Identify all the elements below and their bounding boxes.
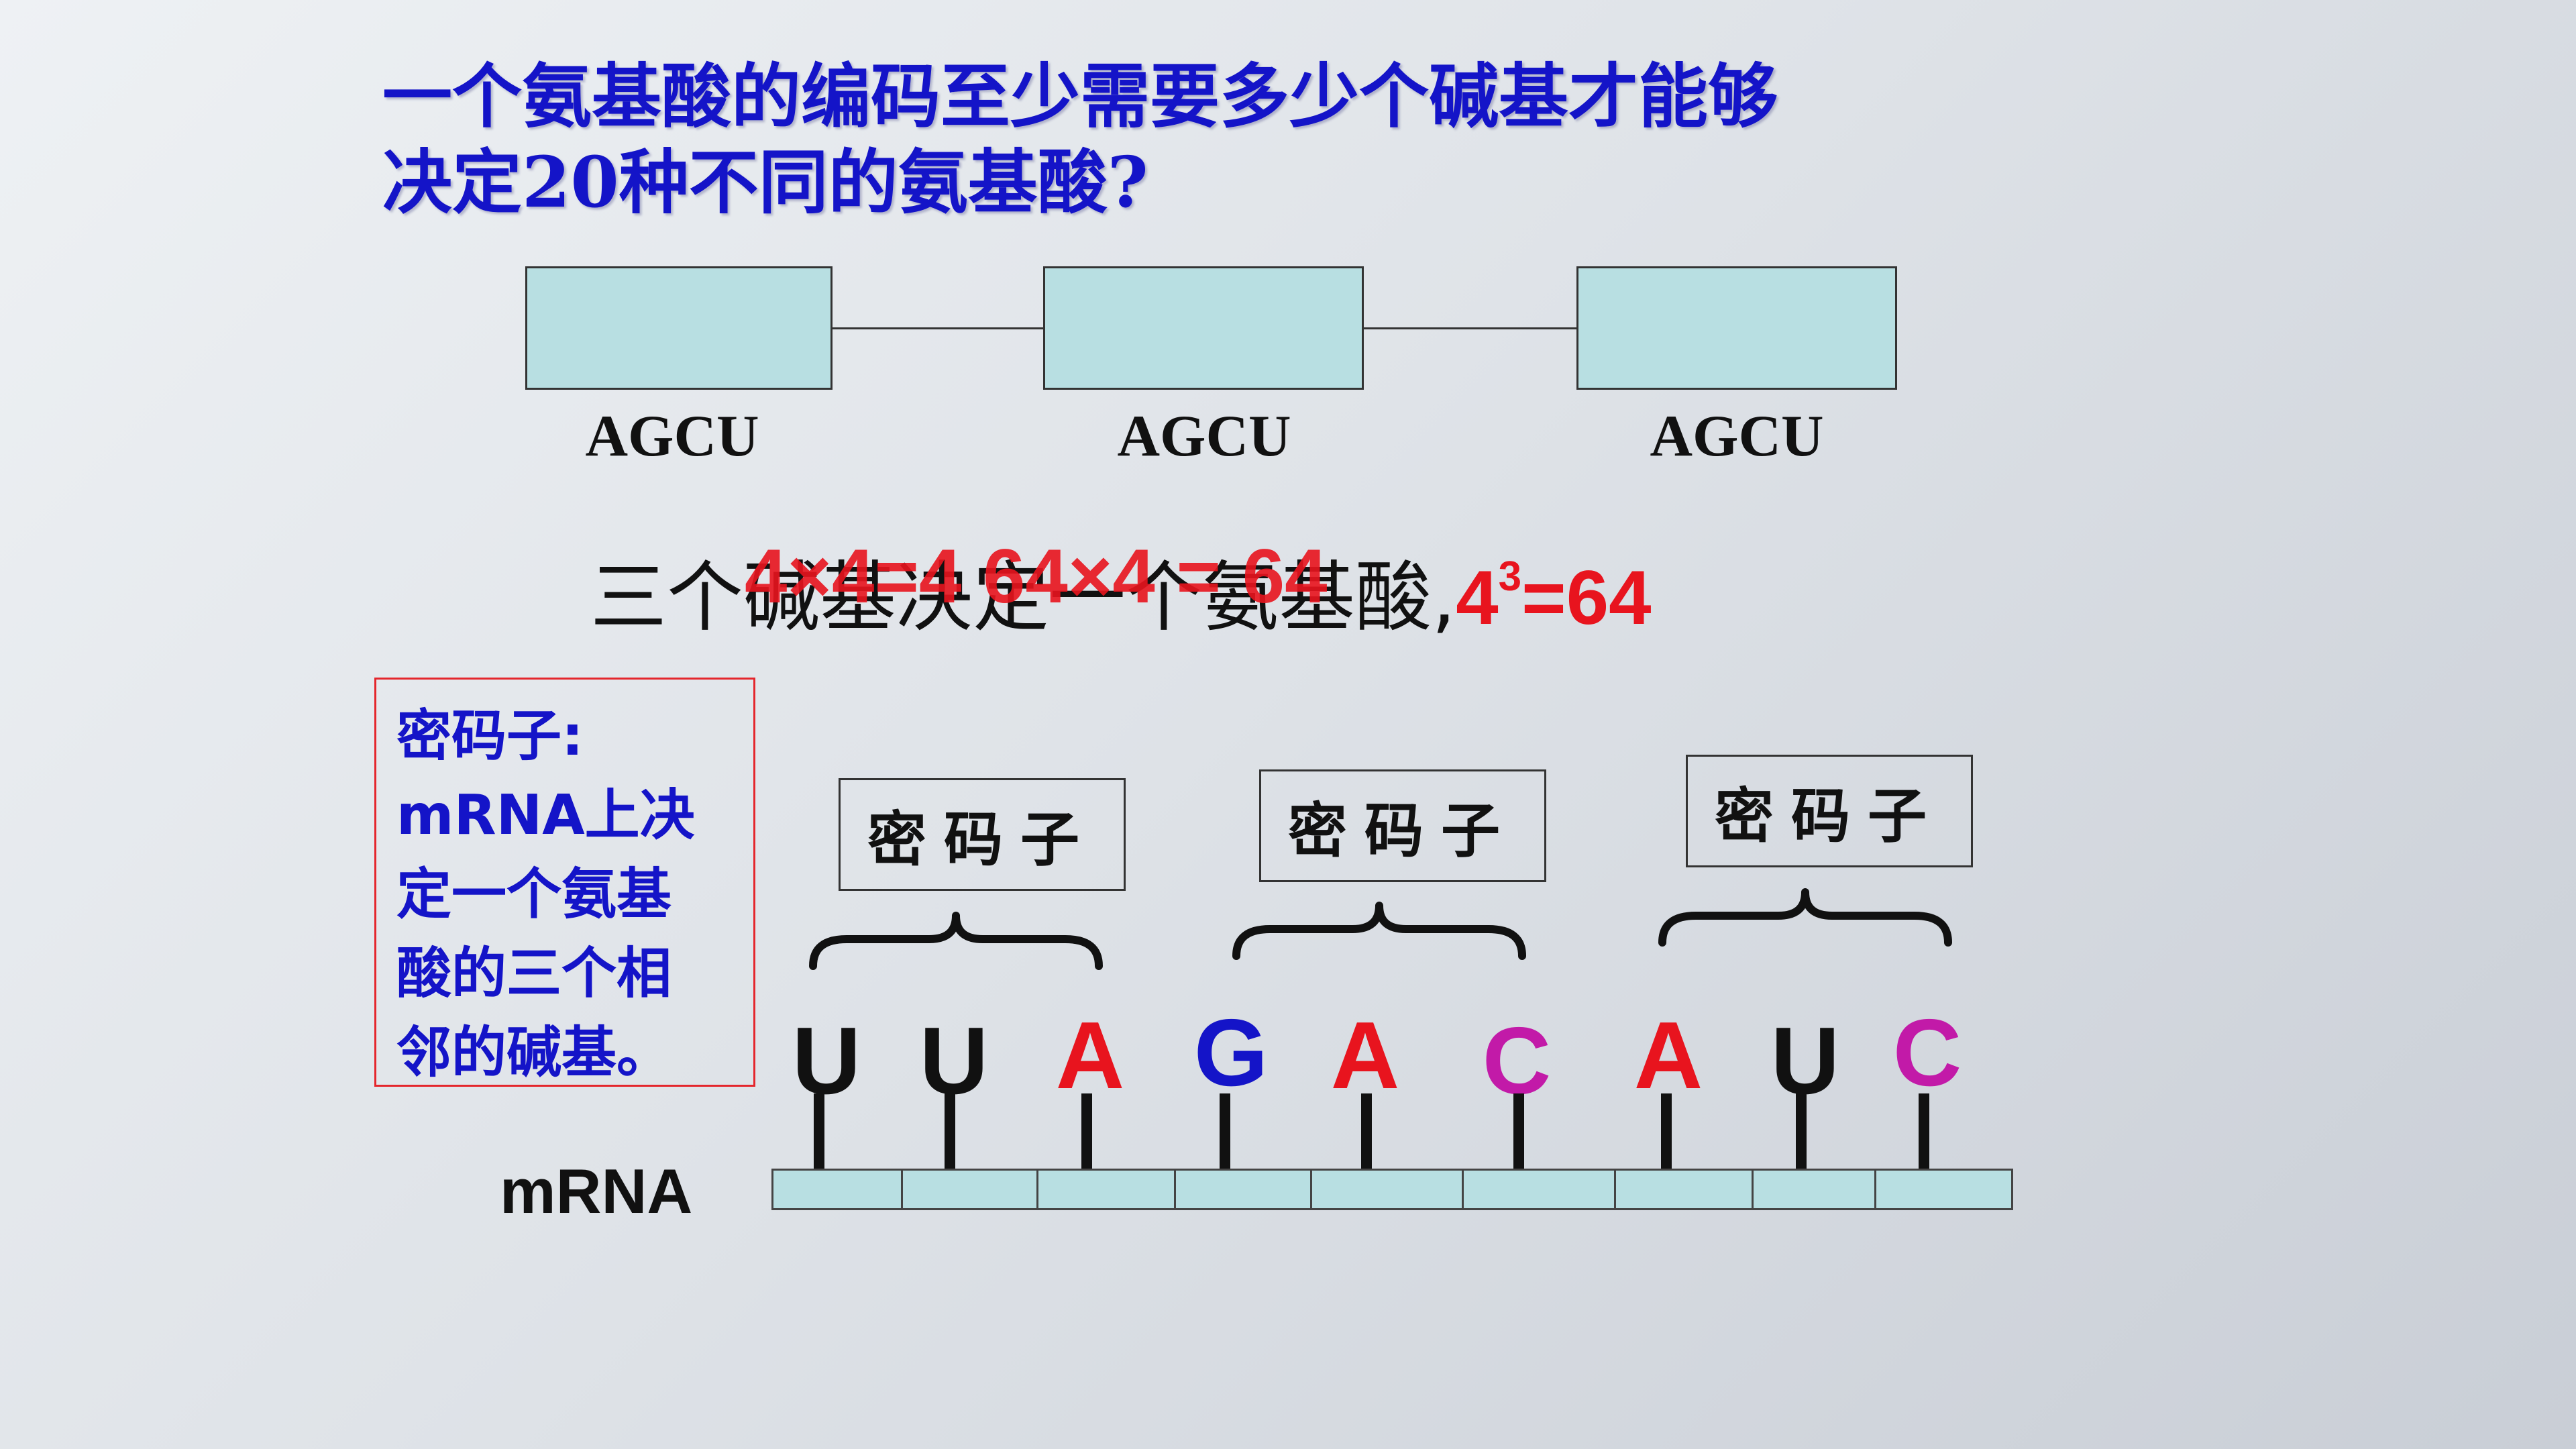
mrna-label: mRNA [500,1156,693,1226]
base-stick [1513,1093,1524,1173]
base-stick [945,1093,955,1173]
strand-segment [1174,1169,1312,1210]
definition-line-2: mRNA上决 [396,784,695,847]
formula-line: 三个碱基决定一个氨基酸,43=64 [590,523,1652,652]
base-letter: A [1330,1002,1400,1109]
definition-line-5: 邻的碱基。 [396,1021,672,1085]
base-letter: C [1892,1000,1962,1106]
mrna-strand [771,1169,2013,1210]
definition-line-3: 定一个氨基 [396,863,672,926]
base-stick [814,1093,824,1173]
strand-segment [1874,1169,2013,1210]
codon-label-box-3: 密码子 [1686,755,1973,867]
codon-definition-box: 密码子: mRNA上决 定一个氨基 酸的三个相 邻的碱基。 [374,678,755,1087]
brace-1 [809,912,1103,970]
definition-line-1: 密码子: [396,704,584,768]
strand-segment [1462,1169,1616,1210]
slide-title: 一个氨基酸的编码至少需要多少个碱基才能够 决定20种不同的氨基酸? [382,54,1925,225]
base-slot-box-3 [1576,266,1897,390]
connector-line-2 [1363,327,1578,329]
strand-segment [1310,1169,1464,1210]
definition-line-4: 酸的三个相 [396,942,672,1006]
base-letter: G [1193,1000,1269,1106]
codon-label-box-2: 密码子 [1259,769,1546,882]
strand-segment [771,1169,903,1210]
formula-result: =64 [1521,555,1652,641]
strand-segment [1752,1169,1876,1210]
strand-segment [1036,1169,1176,1210]
base-stick [1919,1093,1929,1173]
base-stick [1796,1093,1807,1173]
base-slot-box-2 [1043,266,1364,390]
agcu-label-1: AGCU [585,404,759,469]
formula-base: 4 [1456,555,1499,641]
brace-2 [1232,902,1526,960]
formula-power: 43=64 [1456,553,1652,641]
title-line-2: 决定20种不同的氨基酸? [382,141,1148,223]
brace-3 [1658,888,1952,947]
base-letter: A [1055,1002,1125,1109]
base-letter: A [1633,1002,1703,1109]
strand-segment [1614,1169,1754,1210]
base-stick [1361,1093,1372,1173]
base-slot-box-1 [525,266,833,390]
strand-segment [901,1169,1038,1210]
title-line-1: 一个氨基酸的编码至少需要多少个碱基才能够 [382,55,1778,138]
agcu-label-3: AGCU [1650,404,1824,469]
base-stick [1661,1093,1672,1173]
base-stick [1081,1093,1092,1173]
codon-label-box-1: 密码子 [839,778,1126,891]
formula-ghost-overlay: 4×4=4 64×4 = 64 [745,534,1328,619]
agcu-label-2: AGCU [1117,404,1291,469]
base-stick [1220,1093,1230,1173]
formula-exponent: 3 [1498,553,1522,600]
formula-text: 三个碱基决定一个氨基酸, [590,553,1456,642]
connector-line-1 [832,327,1044,329]
base-letter: U [792,1008,861,1114]
